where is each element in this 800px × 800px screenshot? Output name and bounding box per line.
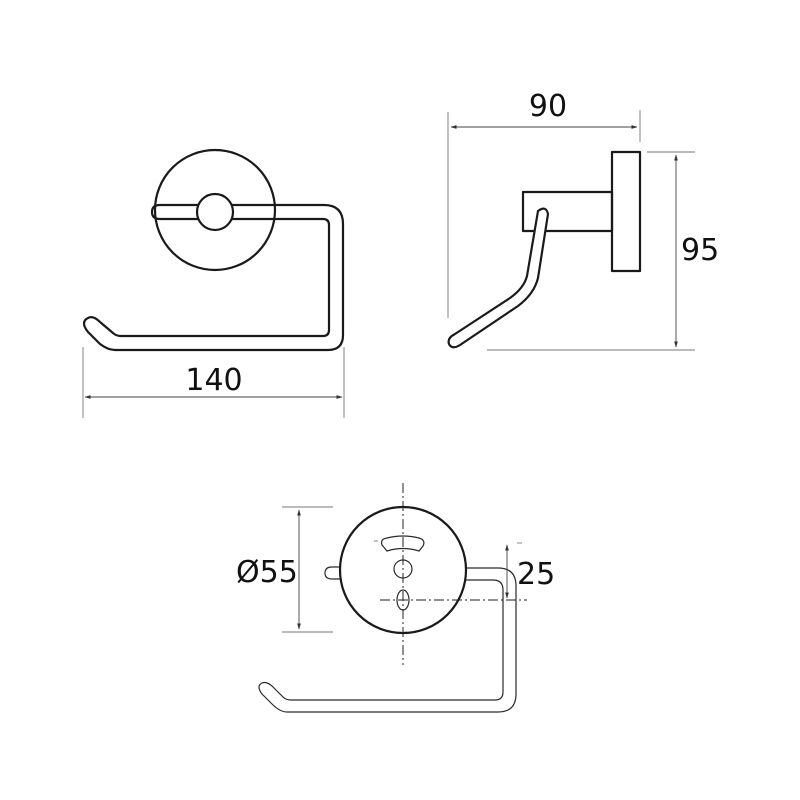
center-cap <box>195 192 235 232</box>
wall-plate <box>610 150 642 273</box>
side-view: 90 95 <box>447 89 719 351</box>
side-arm <box>447 207 550 349</box>
front-view: 140 <box>82 148 345 418</box>
rear-arm <box>258 567 517 713</box>
stem-block <box>521 190 614 233</box>
depth-dimension-label: 90 <box>529 89 567 124</box>
rear-view: Ø55 25 <box>236 483 555 713</box>
holder-arm <box>82 203 345 352</box>
slot-hole <box>380 535 425 552</box>
rear-arm-stub <box>324 566 340 580</box>
height-dimension-label: 95 <box>681 233 719 268</box>
width-dimension-label: 140 <box>185 363 242 398</box>
offset-dimension-label: 25 <box>517 557 555 592</box>
diameter-dimension-label: Ø55 <box>236 555 298 590</box>
rosette-circle <box>153 148 277 272</box>
